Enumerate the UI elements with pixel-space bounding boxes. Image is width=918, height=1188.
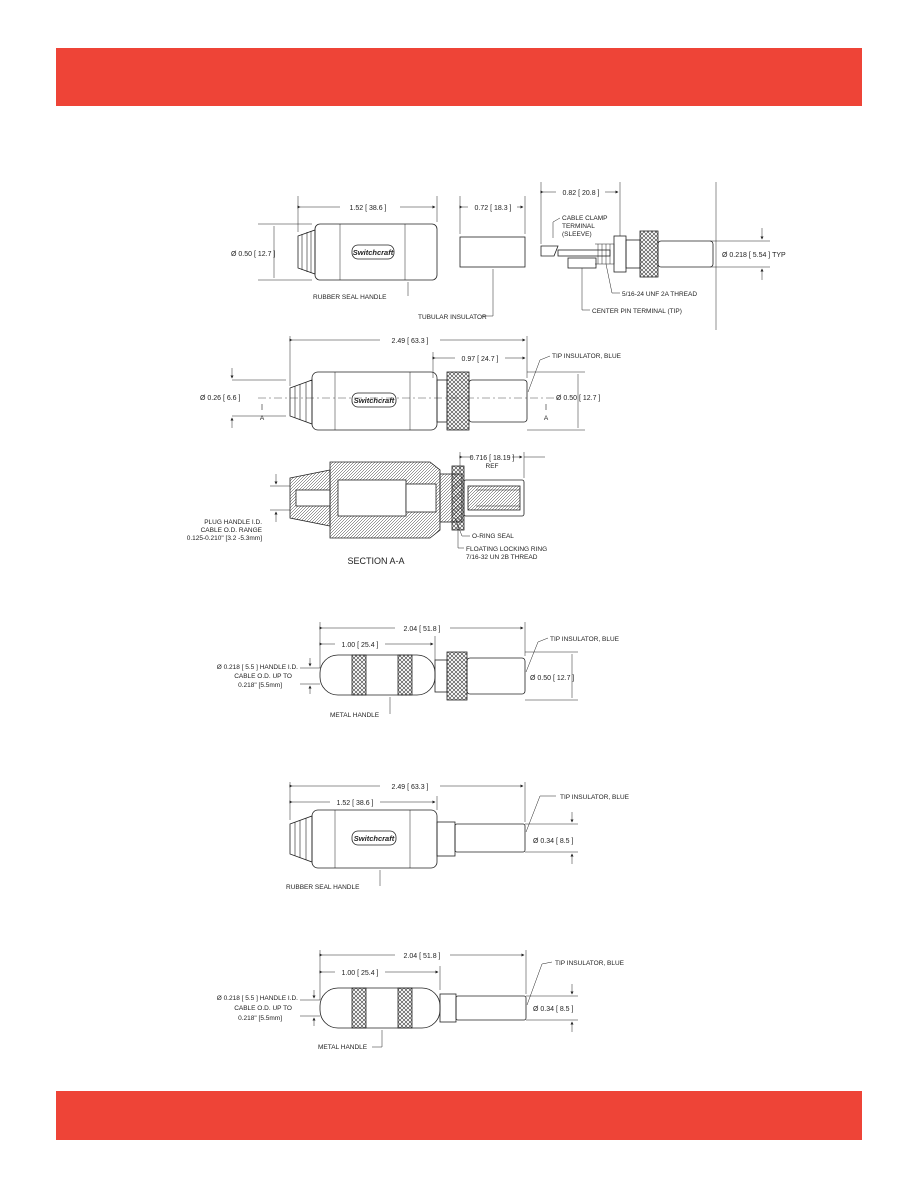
fig4-label-handle-id-1: Ø 0.218 [ 5.5 ] HANDLE I.D. <box>217 664 298 671</box>
figure-exploded: Switchcraft <box>258 182 770 330</box>
fig3-label-plug-2: CABLE O.D. RANGE <box>201 527 263 534</box>
fig2-section-mark-left: A <box>260 415 265 422</box>
fig2-dim-total: 2.49 [ 63.3 ] <box>392 338 429 345</box>
fig4-dim-total: 2.04 [ 51.8 ] <box>404 626 441 633</box>
fig1-label-clamp-1: CABLE CLAMP <box>562 215 608 222</box>
fig6-dim-total: 2.04 [ 51.8 ] <box>404 953 441 960</box>
fig6-label-metal: METAL HANDLE <box>318 1044 368 1051</box>
fig1-label-thread: 5/16-24 UNF 2A THREAD <box>622 291 697 298</box>
header-band <box>56 48 862 106</box>
fig3-label-plug-1: PLUG HANDLE I.D. <box>204 519 262 526</box>
fig1-dia-handle: Ø 0.50 [ 12.7 ] <box>231 251 275 258</box>
fig6-label-tip: TIP INSULATOR, BLUE <box>555 960 625 967</box>
figure-metal-050 <box>300 622 578 714</box>
footer-band <box>56 1091 862 1140</box>
figure-rubber-034 <box>289 782 578 886</box>
fig1-dim-handle: 1.52 [ 38.6 ] <box>350 205 387 212</box>
fig3-label-oring: O-RING SEAL <box>472 533 514 540</box>
figure-section <box>270 452 545 549</box>
fig4-label-metal: METAL HANDLE <box>330 712 380 719</box>
fig6-label-handle-id-2: CABLE O.D. UP TO <box>234 1005 292 1012</box>
fig6-dim-handle: 1.00 [ 25.4 ] <box>342 970 379 977</box>
fig4-label-tip: TIP INSULATOR, BLUE <box>550 636 620 643</box>
fig3-label-floating-1: FLOATING LOCKING RING <box>466 546 547 553</box>
fig5-dim-total: 2.49 [ 63.3 ] <box>392 784 429 791</box>
fig1-dia-tip: Ø 0.218 [ 5.54 ] TYP <box>722 252 786 259</box>
fig1-dim-insulator: 0.72 [ 18.3 ] <box>475 205 512 212</box>
fig5-dim-handle: 1.52 [ 38.6 ] <box>337 800 374 807</box>
brand-logo: Switchcraft <box>354 834 395 843</box>
fig1-label-rubber: RUBBER SEAL HANDLE <box>313 294 387 301</box>
fig6-label-handle-id-3: 0.218" [5.5mm] <box>238 1015 282 1022</box>
fig1-label-tubular: TUBULAR INSULATOR <box>418 314 487 321</box>
terminal-assembly <box>540 230 714 278</box>
fig1-label-clamp-3: (SLEEVE) <box>562 231 592 238</box>
fig2-dim-tip: 0.97 [ 24.7 ] <box>462 356 499 363</box>
fig3-label-plug-3: 0.125-0.210" [3.2 -5.3mm] <box>187 535 262 542</box>
fig6-dia-right: Ø 0.34 [ 8.5 ] <box>533 1006 574 1013</box>
fig1-label-center: CENTER PIN TERMINAL (TIP) <box>592 308 682 315</box>
rubber-seal-handle <box>297 223 438 281</box>
fig2-label-tip: TIP INSULATOR, BLUE <box>552 353 622 360</box>
tubular-insulator <box>459 236 526 268</box>
brand-logo: Switchcraft <box>354 396 395 405</box>
fig3-label-floating-2: 7/16-32 UN 2B THREAD <box>466 554 538 561</box>
fig3-ref: REF <box>486 463 499 470</box>
fig4-dim-handle: 1.00 [ 25.4 ] <box>342 642 379 649</box>
fig2-section-mark-right: A <box>544 415 549 422</box>
fig1-label-clamp-2: TERMINAL <box>562 223 595 230</box>
fig5-dia-right: Ø 0.34 [ 8.5 ] <box>533 838 574 845</box>
fig1-dim-terminal: 0.82 [ 20.8 ] <box>563 190 600 197</box>
fig4-dia-right: Ø 0.50 [ 12.7 ] <box>530 675 574 682</box>
fig6-label-handle-id-1: Ø 0.218 [ 5.5 ] HANDLE I.D. <box>217 995 298 1002</box>
fig2-dia-right: Ø 0.50 [ 12.7 ] <box>556 395 600 402</box>
figure-metal-034 <box>300 950 578 1048</box>
fig4-label-handle-id-3: 0.218" [5.5mm] <box>238 682 282 689</box>
brand-logo: Switchcraft <box>353 248 394 257</box>
fig3-section-title: SECTION A-A <box>347 556 404 566</box>
fig5-label-rubber: RUBBER SEAL HANDLE <box>286 884 360 891</box>
fig4-label-handle-id-2: CABLE O.D. UP TO <box>234 673 292 680</box>
fig5-label-tip: TIP INSULATOR, BLUE <box>560 794 630 801</box>
fig3-dim-ref: 0.716 [ 18.19 ] <box>470 455 515 462</box>
fig2-dia-left: Ø 0.26 [ 6.6 ] <box>200 395 241 402</box>
figure-assembled-rubber <box>230 336 585 431</box>
